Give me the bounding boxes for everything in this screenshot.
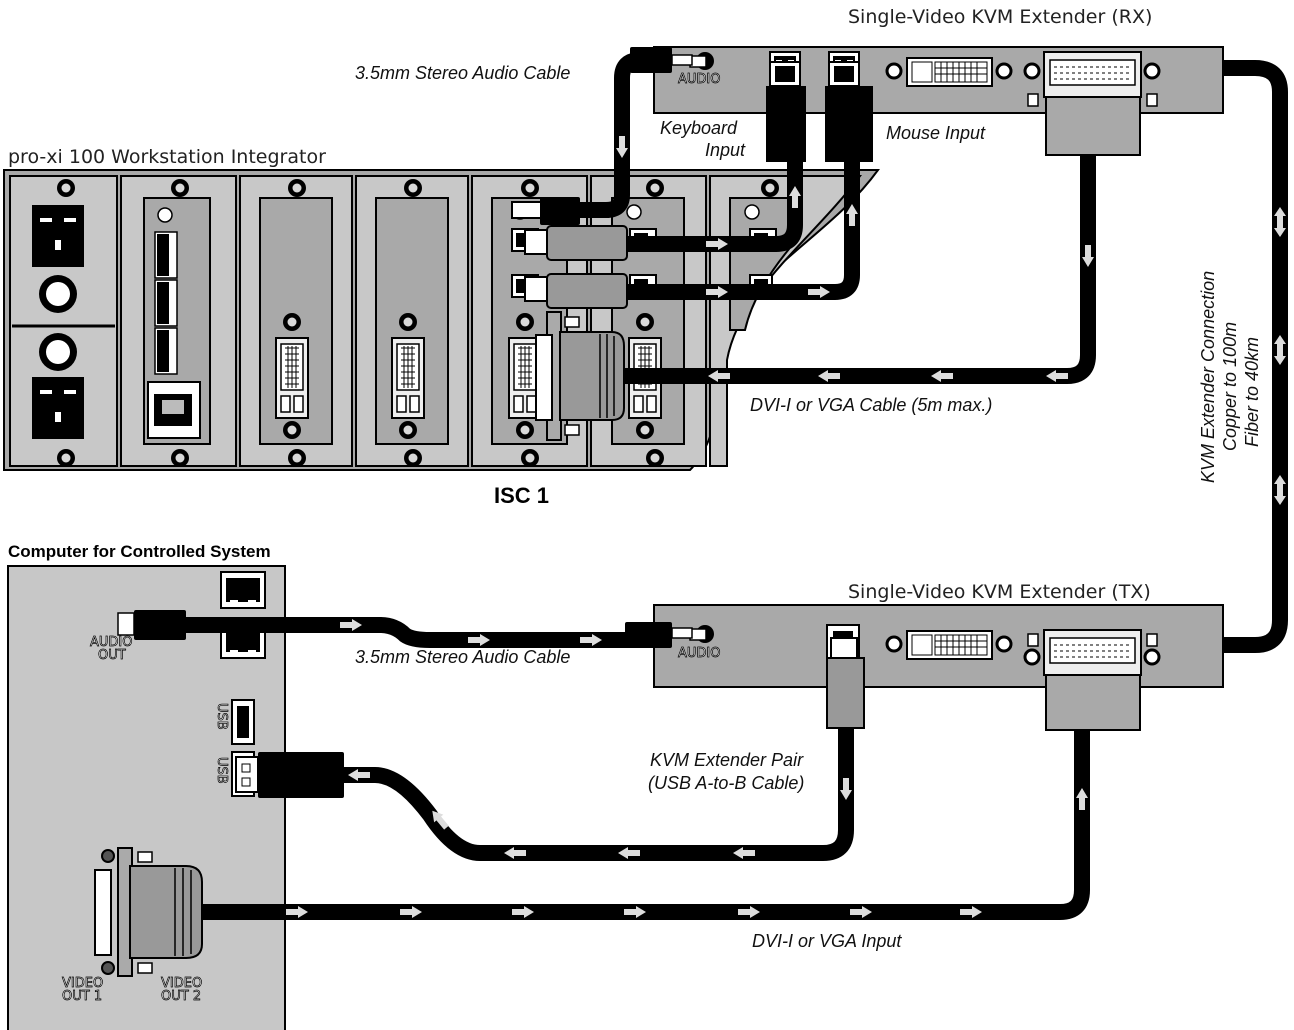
video-card-2 bbox=[355, 175, 469, 467]
audio-cable-top-label: 3.5mm Stereo Audio Cable bbox=[355, 63, 570, 83]
svg-text:VIDEO: VIDEO bbox=[161, 976, 202, 991]
audio-cable-bottom bbox=[185, 617, 640, 648]
rx-dvi-port bbox=[885, 57, 1013, 87]
keyboard-input-label-1: Keyboard bbox=[660, 118, 738, 138]
video-card-1 bbox=[239, 175, 353, 467]
tx-extender: Single-Video KVM Extender (TX) AUDIO bbox=[653, 581, 1224, 688]
rx-audio-port: AUDIO bbox=[678, 52, 721, 87]
svg-text:VIDEO: VIDEO bbox=[62, 976, 103, 991]
flow-arrows bbox=[286, 136, 1286, 918]
svg-text:KVM Extender Connection: KVM Extender Connection bbox=[1198, 271, 1218, 483]
mouse-input-label: Mouse Input bbox=[886, 123, 986, 143]
svg-text:OUT 1: OUT 1 bbox=[62, 989, 102, 1004]
mouse-cable bbox=[622, 155, 860, 300]
svg-text:USB: USB bbox=[214, 757, 229, 784]
svg-text:AUDIO: AUDIO bbox=[90, 635, 133, 650]
svg-text:OUT 2: OUT 2 bbox=[161, 989, 201, 1004]
power-module bbox=[9, 175, 118, 467]
chassis-title: pro-xi 100 Workstation Integrator bbox=[8, 146, 326, 168]
dvi-input-label: DVI-I or VGA Input bbox=[752, 931, 902, 951]
svg-text:Copper to 100m: Copper to 100m bbox=[1220, 322, 1240, 451]
dvi-cable-top-label: DVI-I or VGA Cable (5m max.) bbox=[750, 395, 992, 415]
workstation-chassis: pro-xi 100 Workstation Integrator bbox=[3, 146, 880, 508]
kvm-pair-label-1: KVM Extender Pair bbox=[650, 750, 804, 770]
isc-label: ISC 1 bbox=[494, 483, 549, 508]
tx-audio-port: AUDIO bbox=[678, 625, 721, 661]
svg-text:OUT: OUT bbox=[98, 648, 126, 663]
tx-plugs bbox=[625, 622, 1141, 731]
usb-a-to-b-cable bbox=[330, 725, 854, 861]
svg-text:AUDIO: AUDIO bbox=[678, 646, 721, 661]
rx-plugs bbox=[630, 47, 1141, 162]
tx-dvi-port bbox=[885, 630, 1013, 660]
video-out-ports: VIDEO OUT 1 VIDEO OUT 2 bbox=[62, 976, 203, 1005]
tx-title: Single-Video KVM Extender (TX) bbox=[848, 581, 1151, 603]
svg-text:USB: USB bbox=[214, 703, 229, 730]
kvm-pair-label-2: (USB A-to-B Cable) bbox=[648, 773, 804, 793]
isc-plugs bbox=[511, 197, 628, 441]
svg-text:Fiber to 40km: Fiber to 40km bbox=[1242, 337, 1262, 447]
dvi-input-cable bbox=[200, 730, 1090, 920]
audio-cable-bottom-label: 3.5mm Stereo Audio Cable bbox=[355, 647, 570, 667]
tx-vga-port bbox=[1023, 629, 1161, 676]
isc-card-3 bbox=[709, 175, 863, 467]
computer-title: Computer for Controlled System bbox=[8, 542, 271, 561]
rx-vga-port bbox=[1023, 51, 1161, 107]
computer-plugs bbox=[94, 610, 344, 977]
svg-text:AUDIO: AUDIO bbox=[678, 72, 721, 87]
network-module bbox=[120, 175, 237, 467]
keyboard-input-label-2: Input bbox=[705, 140, 746, 160]
extender-connection-label: KVM Extender Connection Copper to 100m F… bbox=[1198, 271, 1262, 483]
keyboard-cable bbox=[622, 155, 803, 252]
rx-title: Single-Video KVM Extender (RX) bbox=[848, 6, 1152, 28]
isc-card-2 bbox=[590, 175, 707, 467]
